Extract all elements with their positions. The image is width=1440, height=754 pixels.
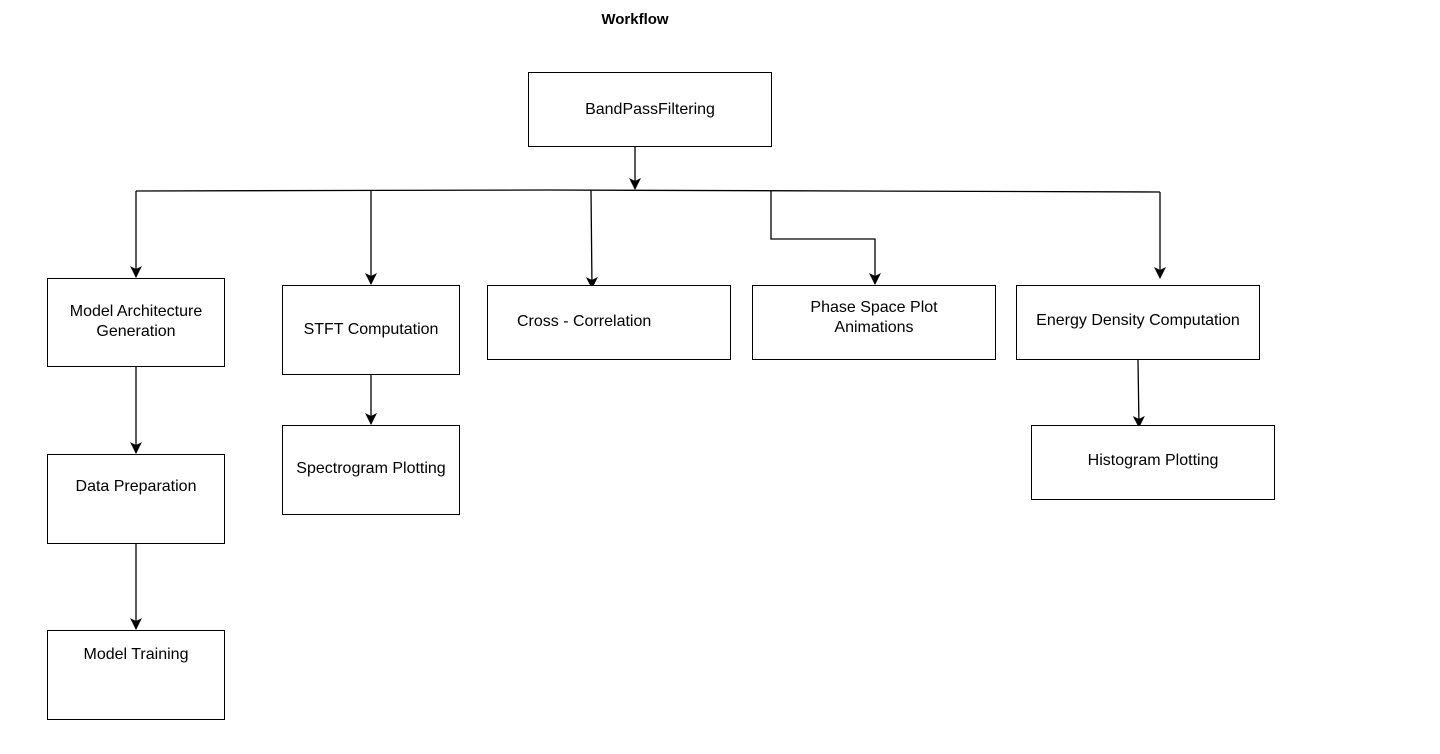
connector-bus-to-phase-space [770, 191, 881, 285]
node-stft-computation: STFT Computation [282, 285, 460, 375]
node-bandpass-filtering: BandPassFiltering [528, 72, 772, 147]
diagram-title: Workflow [601, 11, 669, 28]
node-spectrogram-plotting: Spectrogram Plotting [282, 425, 460, 515]
node-model-architecture-generation: Model Architecture Generation [47, 278, 225, 367]
node-cross-correlation: Cross - Correlation [487, 285, 731, 360]
node-phase-space-plot-animations: Phase Space Plot Animations [752, 285, 996, 360]
node-model-training: Model Training [47, 630, 225, 720]
connector-energy-density-to-histogram [1132, 359, 1145, 428]
connector-bus-to-cross-correlation [585, 189, 598, 289]
node-data-preparation: Data Preparation [47, 454, 225, 544]
node-histogram-plotting: Histogram Plotting [1031, 425, 1275, 500]
bus-line [135, 189, 1161, 193]
node-energy-density-computation: Energy Density Computation [1016, 285, 1260, 360]
